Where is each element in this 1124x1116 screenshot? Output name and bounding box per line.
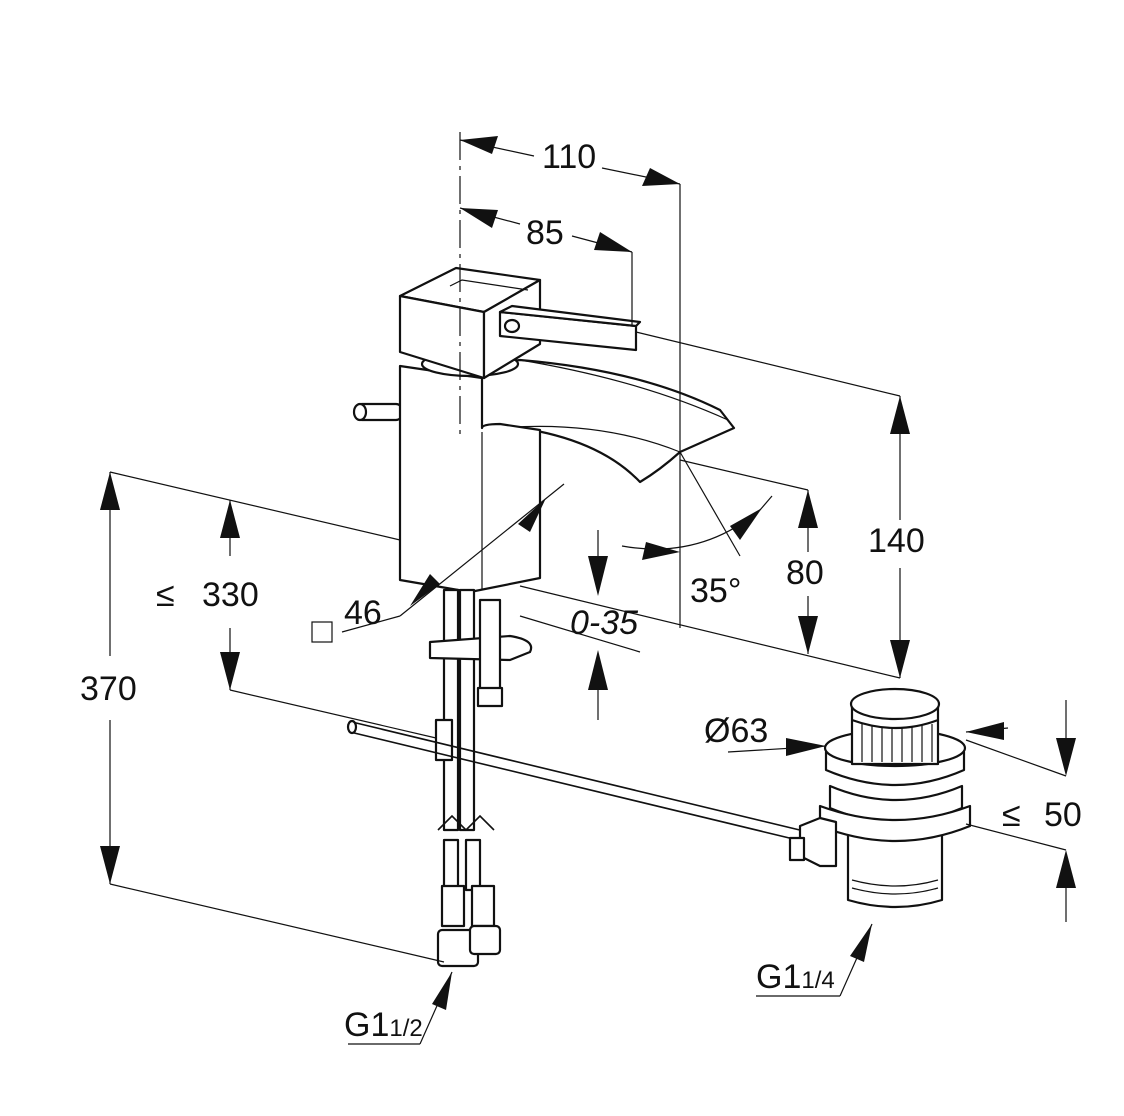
- faucet: [352, 132, 736, 594]
- thread-g-quarter-sub: 1/4: [801, 967, 834, 994]
- le-symbol-50: ≤: [1002, 796, 1021, 834]
- dim-140: 140: [868, 522, 925, 560]
- dim-80: 80: [786, 554, 824, 592]
- dimension-labels: 110 85 140 80 35° 0-35 46 ≤ 330 370 Ø63 …: [80, 138, 1082, 1044]
- dim-diameter-63: Ø63: [704, 712, 768, 750]
- dim-330: 330: [202, 576, 259, 614]
- pop-up-knob: [352, 402, 404, 422]
- dim-50: 50: [1044, 796, 1082, 834]
- dim-stroke: 0-35: [570, 604, 638, 642]
- square-symbol: [311, 621, 333, 643]
- waste-valve: [788, 687, 972, 909]
- le-symbol-330: ≤: [156, 576, 175, 614]
- thread-g-half-main: G1: [344, 1006, 389, 1044]
- supply-assembly: [428, 588, 533, 968]
- dimension-lines: [100, 136, 1076, 1045]
- thread-g-half: G11/2: [344, 1006, 423, 1044]
- dim-110: 110: [542, 138, 596, 176]
- thread-g-quarter: G11/4: [756, 958, 835, 996]
- pop-up-rod: [346, 719, 809, 843]
- thread-g-quarter-main: G1: [756, 958, 801, 996]
- plug-cap: [849, 687, 941, 721]
- dim-angle: 35°: [690, 572, 741, 610]
- faucet-body: [398, 364, 542, 594]
- thread-g-half-sub: 1/2: [389, 1015, 422, 1042]
- dim-370: 370: [80, 670, 137, 708]
- lever[interactable]: [398, 266, 642, 380]
- dim-85: 85: [526, 214, 564, 252]
- dim-square-46: 46: [344, 594, 382, 632]
